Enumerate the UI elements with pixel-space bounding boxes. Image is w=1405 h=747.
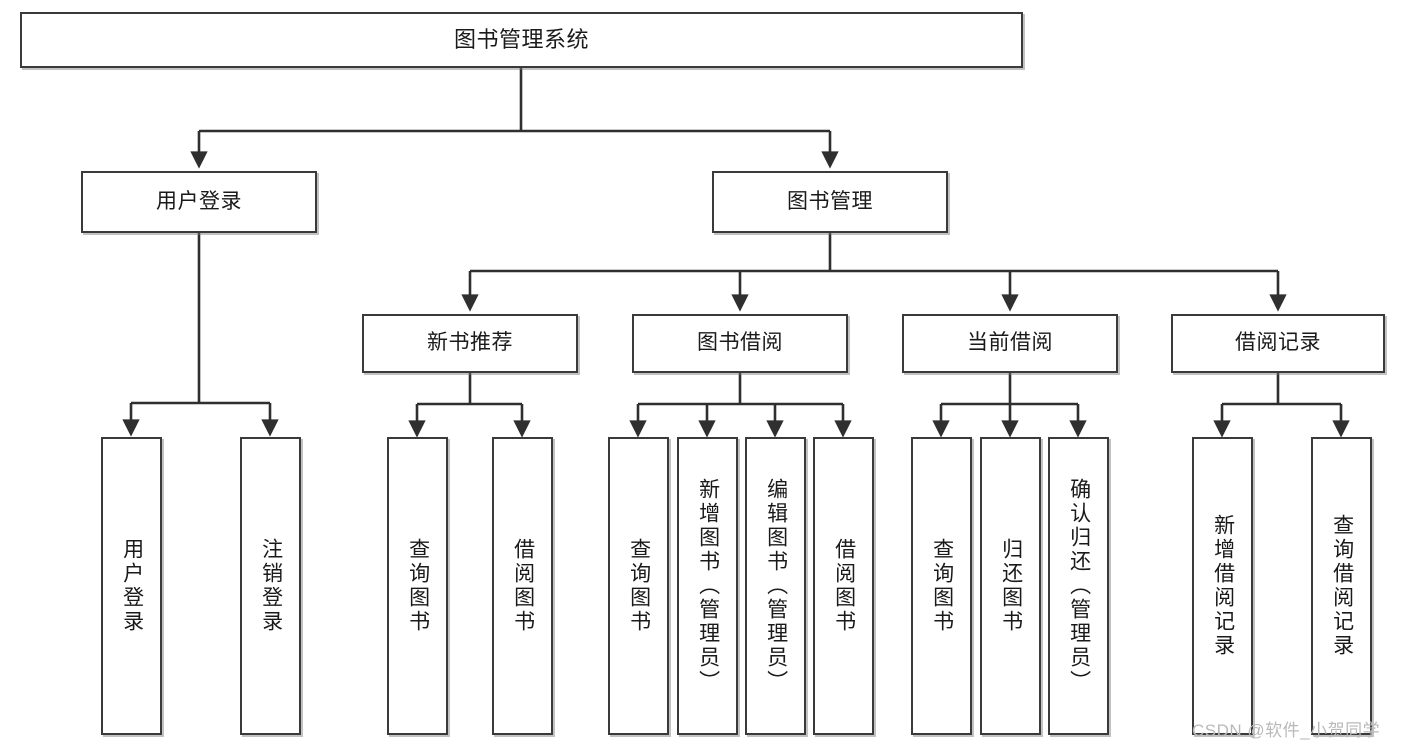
- node-label: 借阅记录: [1235, 331, 1321, 355]
- node-label: 图书管理: [787, 189, 873, 213]
- node-root-book-management-system[interactable]: 图书管理系统: [20, 12, 1023, 68]
- csdn-watermark: CSDN @软件_小贺同学: [1192, 721, 1381, 740]
- node-label: 用户登录: [120, 538, 144, 634]
- node-leaf-user-login[interactable]: 用户登录: [101, 437, 162, 735]
- node-label: 用户登录: [156, 189, 242, 213]
- node-current-borrow[interactable]: 当前借阅: [902, 314, 1118, 373]
- node-leaf-add-book[interactable]: 新增图书（管理员）: [677, 437, 738, 735]
- node-label: 当前借阅: [967, 331, 1053, 355]
- node-label: 新书推荐: [427, 331, 513, 355]
- node-leaf-confirm-return[interactable]: 确认归还（管理员）: [1048, 437, 1109, 735]
- node-label: 图书借阅: [697, 331, 783, 355]
- node-label: 查询图书: [406, 538, 430, 634]
- node-leaf-logout[interactable]: 注销登录: [240, 437, 301, 735]
- node-label: 借阅图书: [832, 538, 856, 634]
- node-borrow-record[interactable]: 借阅记录: [1171, 314, 1385, 373]
- node-book-manage[interactable]: 图书管理: [712, 171, 948, 233]
- node-leaf-query-book-recommend[interactable]: 查询图书: [387, 437, 448, 735]
- node-label: 新增图书（管理员）: [696, 478, 720, 694]
- node-label: 查询借阅记录: [1330, 514, 1354, 658]
- node-new-book-recommend[interactable]: 新书推荐: [362, 314, 578, 373]
- node-leaf-borrow-book-recommend[interactable]: 借阅图书: [492, 437, 553, 735]
- node-label: 查询图书: [627, 538, 651, 634]
- node-user-login[interactable]: 用户登录: [81, 171, 317, 233]
- node-leaf-query-book-current[interactable]: 查询图书: [911, 437, 972, 735]
- node-label: 查询图书: [930, 538, 954, 634]
- node-label: 注销登录: [259, 538, 283, 634]
- node-label: 确认归还（管理员）: [1067, 478, 1091, 694]
- node-label: 新增借阅记录: [1211, 514, 1235, 658]
- node-label: 借阅图书: [511, 538, 535, 634]
- node-label: 图书管理系统: [453, 27, 589, 53]
- node-book-borrow[interactable]: 图书借阅: [632, 314, 848, 373]
- node-leaf-add-borrow-record[interactable]: 新增借阅记录: [1192, 437, 1253, 735]
- node-leaf-query-book-borrow[interactable]: 查询图书: [608, 437, 669, 735]
- node-leaf-edit-book[interactable]: 编辑图书（管理员）: [745, 437, 806, 735]
- node-leaf-return-book[interactable]: 归还图书: [980, 437, 1041, 735]
- node-label: 编辑图书（管理员）: [764, 478, 788, 694]
- node-leaf-borrow-book[interactable]: 借阅图书: [813, 437, 874, 735]
- node-leaf-query-borrow-record[interactable]: 查询借阅记录: [1311, 437, 1372, 735]
- node-label: 归还图书: [999, 538, 1023, 634]
